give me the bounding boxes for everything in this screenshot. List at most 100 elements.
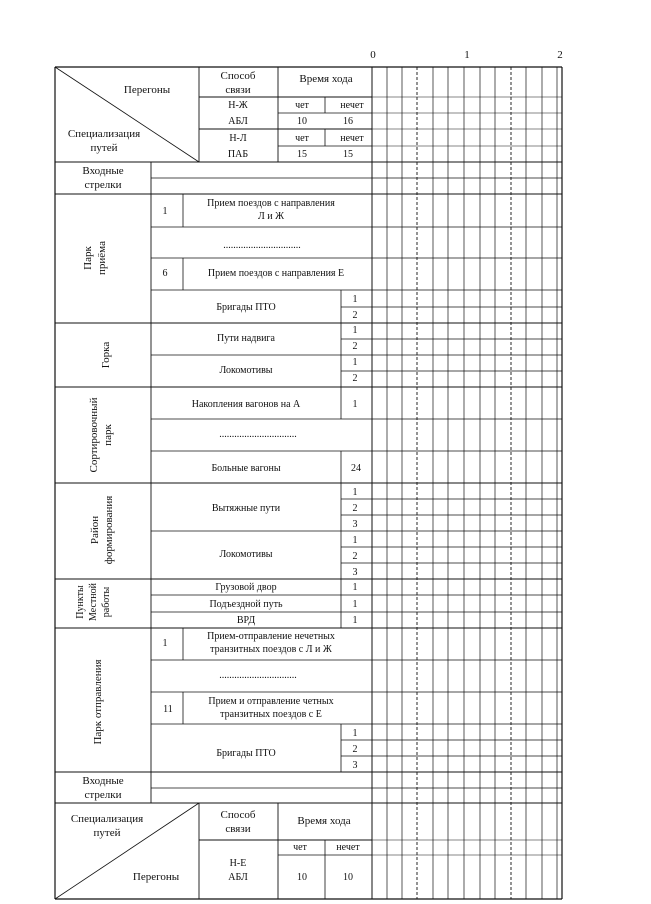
vytyazhnye-1: 1 — [353, 487, 358, 498]
header-dir-1: Н-Ж — [228, 100, 248, 111]
puti-nadviga-1: 1 — [353, 325, 358, 336]
grid-line — [54, 802, 200, 900]
header-svyaz-1: АБЛ — [228, 116, 248, 127]
vhodnye-bottom-line2: стрелки — [85, 789, 122, 801]
track-number-1: 1 — [163, 206, 168, 217]
otpr-track-1-line2: транзитных поездов с Л и Ж — [210, 644, 332, 655]
gorka-lokomotivy-2: 2 — [353, 373, 358, 384]
puti-nadviga-2: 2 — [353, 341, 358, 352]
formirovanie-lokomotivy: Локомотивы — [219, 549, 272, 560]
vhodnye-top-line1: Входные — [82, 165, 123, 177]
svg-text:Пункты: Пункты — [75, 585, 86, 619]
vhodnye-top-line2: стрелки — [85, 179, 122, 191]
form-lokomotivy-1: 1 — [353, 535, 358, 546]
scale-label-0: 0 — [370, 49, 376, 61]
vrd: ВРД — [237, 615, 255, 626]
header-time-chet-2: 15 — [297, 149, 307, 160]
header-time-nechet-2: 15 — [343, 149, 353, 160]
puti-nadviga: Пути надвига — [217, 333, 275, 344]
header-dir-2: Н-Л — [229, 133, 247, 144]
podezdnoy-num: 1 — [353, 599, 358, 610]
park-otpr-dots: ............................... — [219, 670, 297, 681]
sort-park-label: Сортировочный парк — [88, 397, 114, 472]
track-6-text: Прием поездов с направления Е — [208, 268, 344, 279]
header-nechet-2: нечет — [340, 133, 364, 144]
brigady-pto-1: Бригады ПТО — [216, 302, 275, 313]
header-svyaz-2: ПАБ — [228, 149, 248, 160]
park-otpravleniya-label: Парк отправления — [92, 659, 104, 744]
otpr-track-number-11: 11 — [163, 704, 173, 715]
footer-nechet: нечет — [336, 842, 360, 853]
nakoplenie-text: Накопления вагонов на А — [192, 399, 301, 410]
grid-line — [54, 66, 200, 163]
svg-text:формирования: формирования — [103, 496, 115, 565]
scale-label-2: 2 — [557, 49, 563, 61]
vytyazhnye-2: 2 — [353, 503, 358, 514]
bolnye-text: Больные вагоны — [211, 463, 280, 474]
header-chet-2: чет — [295, 133, 309, 144]
brigady-1-num-2: 2 — [353, 310, 358, 321]
header-sposob-line1: Способ — [221, 70, 256, 82]
bolnye-num: 24 — [351, 463, 361, 474]
header-spec-line1: Специализация — [68, 128, 140, 140]
header-vremya: Время хода — [299, 73, 352, 85]
vytyazhnye-3: 3 — [353, 519, 358, 530]
footer-spec-line1: Специализация — [71, 813, 143, 825]
podezdnoy-put: Подъездной путь — [209, 599, 283, 610]
brigady-2-num-1: 1 — [353, 728, 358, 739]
form-lokomotivy-2: 2 — [353, 551, 358, 562]
svg-text:Местной: Местной — [88, 582, 99, 621]
park-priema-label: Парк приёма — [82, 241, 108, 275]
brigady-pto-2: Бригады ПТО — [216, 748, 275, 759]
header-time-nechet-1: 16 — [343, 116, 353, 127]
track-number-6: 6 — [163, 268, 168, 279]
footer-time-nechet: 10 — [343, 872, 353, 883]
otpr-track-11-line2: транзитных поездов с Е — [220, 709, 322, 720]
header-sposob-line2: связи — [225, 84, 250, 96]
svg-text:приёма: приёма — [96, 241, 108, 275]
gorka-label: Горка — [100, 342, 112, 369]
header-chet-1: чет — [295, 100, 309, 111]
svg-text:парк: парк — [102, 424, 114, 446]
brigady-1-num-1: 1 — [353, 294, 358, 305]
footer-dir: Н-Е — [230, 858, 247, 869]
form-lokomotivy-3: 3 — [353, 567, 358, 578]
footer-time-chet: 10 — [297, 872, 307, 883]
header-peregony: Перегоны — [124, 84, 171, 96]
track-1-text-line1: Прием поездов с направления — [207, 198, 335, 209]
gruzovoy-dvor: Грузовой двор — [215, 582, 276, 593]
footer-peregony: Перегоны — [133, 871, 180, 883]
svg-text:Горка: Горка — [100, 342, 112, 369]
header-nechet-1: нечет — [340, 100, 364, 111]
svg-text:Парк: Парк — [82, 246, 94, 270]
gruzovoy-num: 1 — [353, 582, 358, 593]
gorka-lokomotivy: Локомотивы — [219, 365, 272, 376]
vytyazhnye-text: Вытяжные пути — [212, 503, 281, 514]
vrd-num: 1 — [353, 615, 358, 626]
table-grid — [54, 66, 563, 900]
gorka-lokomotivy-1: 1 — [353, 357, 358, 368]
brigady-2-num-2: 2 — [353, 744, 358, 755]
svg-text:Район: Район — [89, 516, 101, 544]
svg-text:Сортировочный: Сортировочный — [88, 397, 100, 472]
footer-vremya: Время хода — [297, 815, 350, 827]
scale-label-1: 1 — [464, 49, 470, 61]
footer-spec-line2: путей — [94, 827, 121, 839]
track-1-text-line2: Л и Ж — [258, 211, 284, 222]
formirovanie-label: Район формирования — [89, 496, 115, 565]
footer-svyaz: АБЛ — [228, 872, 248, 883]
svg-text:работы: работы — [101, 586, 112, 617]
vhodnye-bottom-line1: Входные — [82, 775, 123, 787]
otpr-track-11-line1: Прием и отправление четных — [208, 696, 333, 707]
sort-park-dots: ............................... — [219, 429, 297, 440]
otpr-track-number-1: 1 — [163, 638, 168, 649]
footer-sposob-line1: Способ — [221, 809, 256, 821]
park-priema-dots: ............................... — [223, 240, 301, 251]
nakoplenie-num: 1 — [353, 399, 358, 410]
brigady-2-num-3: 3 — [353, 760, 358, 771]
footer-sposob-line2: связи — [225, 823, 250, 835]
svg-text:Парк отправления: Парк отправления — [92, 659, 104, 744]
header-spec-line2: путей — [91, 142, 118, 154]
otpr-track-1-line1: Прием-отправление нечетных — [207, 631, 335, 642]
